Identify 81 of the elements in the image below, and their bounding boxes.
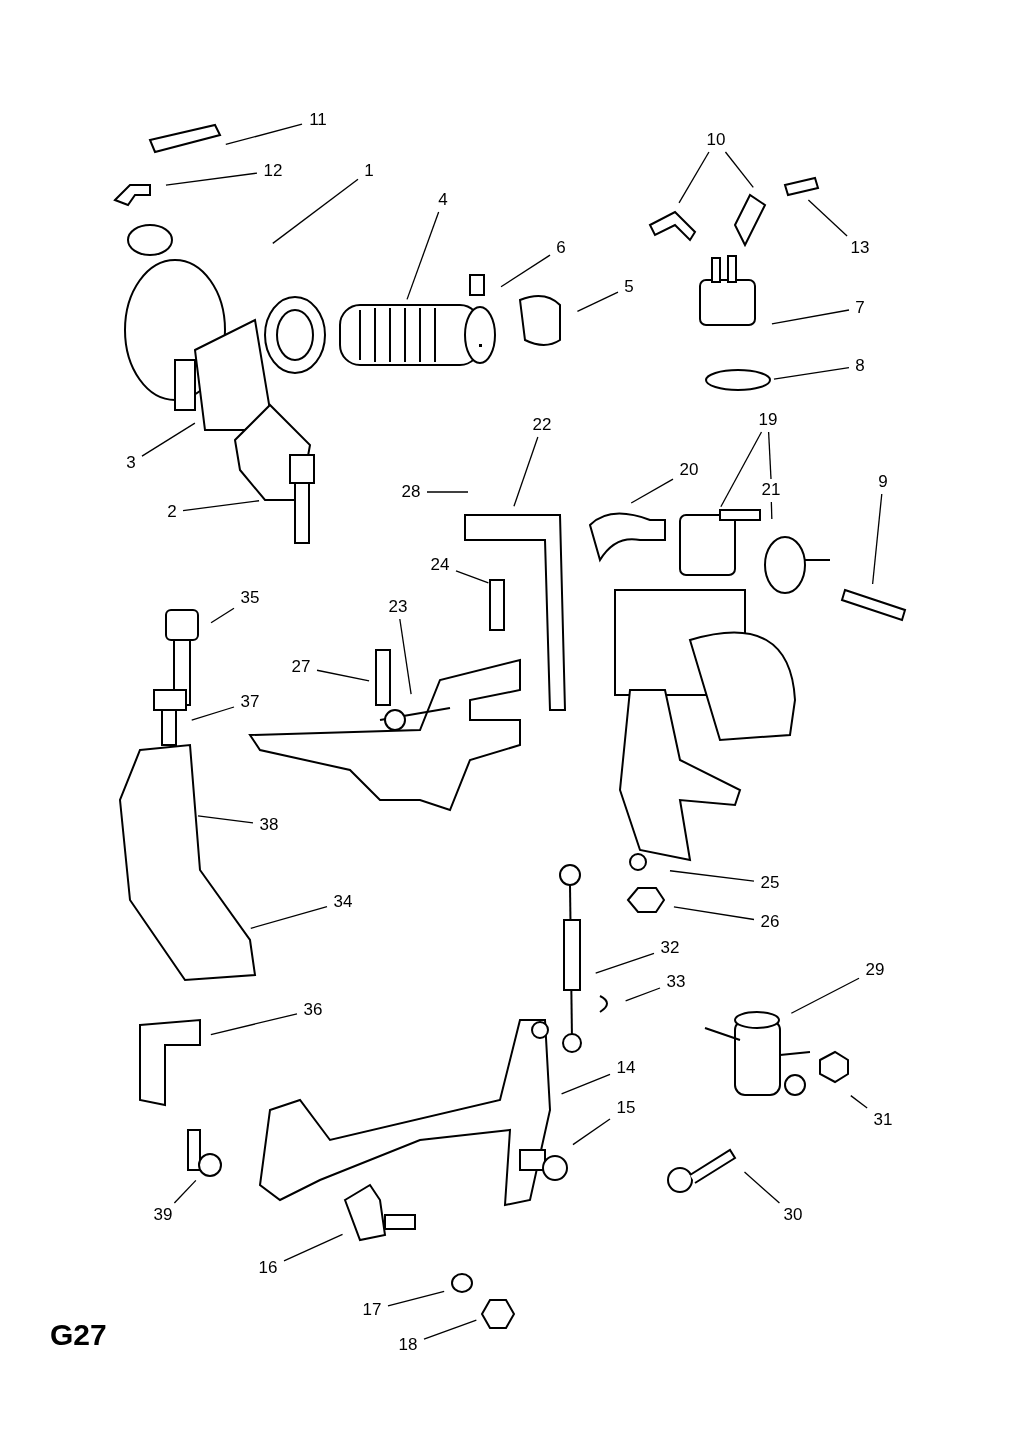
leader-line — [423, 1319, 477, 1340]
callout-number: 7 — [855, 298, 865, 318]
callout-number: 32 — [660, 938, 680, 958]
callout-number: 19 — [758, 410, 778, 430]
callout-number: 20 — [679, 460, 699, 480]
callout-number: 27 — [291, 657, 311, 677]
callout-number: 9 — [878, 472, 888, 492]
leader-line — [560, 1073, 611, 1095]
callout-number: 3 — [126, 453, 136, 473]
leader-line — [513, 436, 539, 507]
leader-line — [773, 367, 850, 380]
leader-line — [767, 431, 772, 480]
callout-number: 38 — [259, 815, 279, 835]
leader-line — [210, 607, 235, 624]
callout-number: 8 — [855, 356, 865, 376]
leader-line — [272, 178, 359, 245]
leader-line — [572, 1118, 611, 1146]
leader-line — [173, 1179, 197, 1204]
callout-number: 30 — [783, 1205, 803, 1225]
callout-number: 1 — [364, 161, 374, 181]
leader-line — [500, 254, 551, 288]
leader-line — [576, 291, 619, 313]
callout-number: 34 — [333, 892, 353, 912]
callout-number: 4 — [438, 190, 448, 210]
callout-number: 22 — [532, 415, 552, 435]
leader-line — [399, 618, 412, 695]
figure-code: G27 — [50, 1318, 107, 1352]
callout-number: 11 — [309, 110, 327, 130]
leader-line — [191, 706, 235, 721]
leader-line — [387, 1290, 445, 1307]
leader-line — [678, 151, 710, 204]
leader-line — [455, 570, 489, 584]
leader-line — [720, 431, 763, 508]
leader-line — [406, 211, 440, 300]
leader-line — [316, 669, 370, 682]
leader-line — [673, 906, 755, 921]
leader-line — [141, 422, 196, 457]
leader-line — [250, 905, 328, 929]
callout-number: 5 — [624, 277, 634, 297]
callout-number: 31 — [873, 1110, 893, 1130]
leader-line — [770, 501, 773, 520]
callout-number: 13 — [850, 238, 870, 258]
callout-number: 33 — [666, 972, 686, 992]
callout-number: 12 — [263, 161, 283, 181]
callout-number: 24 — [430, 555, 450, 575]
leader-line — [165, 172, 258, 186]
callout-number: 10 — [706, 130, 726, 150]
leader-line — [743, 1171, 781, 1204]
callout-number: 17 — [362, 1300, 382, 1320]
callout-number: 18 — [398, 1335, 418, 1355]
leader-line — [426, 491, 469, 493]
leader-line — [724, 151, 754, 188]
leader-line — [595, 952, 655, 974]
callout-number: 6 — [556, 238, 566, 258]
callout-number: 15 — [616, 1098, 636, 1118]
leader-line — [850, 1094, 868, 1109]
callout-number: 23 — [388, 597, 408, 617]
callout-number: 21 — [761, 480, 781, 500]
callout-number: 37 — [240, 692, 260, 712]
callout-number: 2 — [167, 502, 177, 522]
callout-number: 35 — [240, 588, 260, 608]
leader-line — [225, 123, 303, 146]
leader-line — [871, 493, 883, 585]
leader-line — [182, 500, 260, 512]
leader-line — [771, 309, 850, 325]
callout-number: 36 — [303, 1000, 323, 1020]
leader-line — [630, 478, 674, 504]
callout-number: 16 — [258, 1258, 278, 1278]
leader-line — [283, 1233, 344, 1262]
callout-number: 39 — [153, 1205, 173, 1225]
leader-line — [669, 870, 755, 882]
leader-line — [790, 977, 860, 1014]
leader-line — [210, 1013, 298, 1036]
leader-line — [197, 815, 254, 824]
leader-line — [624, 987, 661, 1002]
callout-number: 26 — [760, 912, 780, 932]
callout-number: 25 — [760, 873, 780, 893]
callout-number: 14 — [616, 1058, 636, 1078]
callout-number: 28 — [401, 482, 421, 502]
callout-number: 29 — [865, 960, 885, 980]
leader-line — [807, 199, 848, 237]
